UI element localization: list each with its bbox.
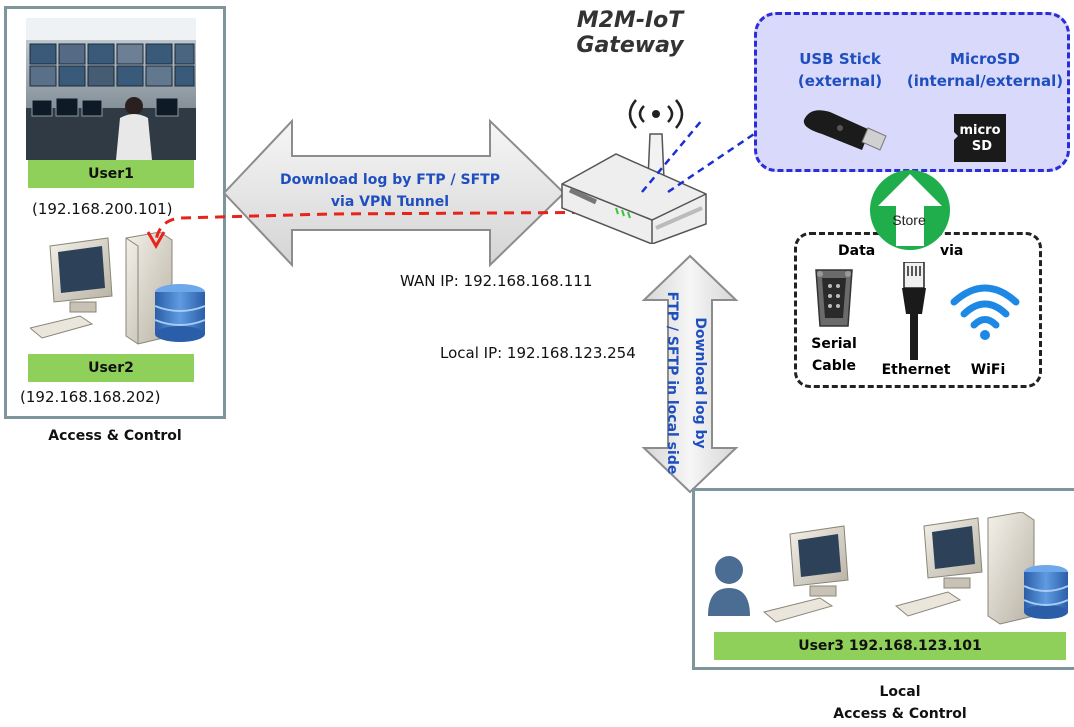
gateway-title: M2M-IoT Gateway: [560, 8, 700, 58]
gateway-storage-link: [641, 119, 767, 194]
gateway-router-icon: [561, 99, 707, 244]
local-user-person-icon: [708, 556, 750, 616]
microsd-chip-top: micro: [959, 123, 1000, 138]
sd-title: MicroSD: [950, 50, 1020, 68]
data-label: Data: [838, 243, 876, 259]
via-label: via: [940, 243, 964, 259]
user1-label: User1: [28, 160, 194, 188]
user2-computer-icon: [30, 232, 206, 345]
ethernet-label: Ethernet: [881, 362, 951, 378]
microsd-card-icon: micro SD: [954, 114, 1006, 162]
store-label: Store: [892, 212, 926, 228]
usb-stick-icon: [803, 110, 887, 151]
wan-arrow-line2: via VPN Tunnel: [330, 194, 450, 210]
user2-label: User2: [28, 354, 194, 382]
wifi-label: WiFi: [970, 362, 1006, 378]
usb-title: USB Stick: [799, 50, 881, 68]
control-room-photo: [26, 18, 196, 160]
local-arrow-line1: Download log by: [692, 317, 708, 449]
remote-caption: Access & Control: [48, 428, 182, 444]
wan-arrow-line1: Download log by FTP / SFTP: [280, 172, 500, 188]
ethernet-cable-icon: [902, 262, 926, 360]
usb-sub: (external): [797, 72, 883, 90]
vpn-tunnel-line: [146, 210, 651, 250]
user1-ip: (192.168.200.101): [32, 200, 173, 218]
microsd-chip-bottom: SD: [972, 139, 992, 154]
serial-line2: Cable: [811, 358, 857, 374]
local-ip: Local IP: 192.168.123.254: [440, 344, 636, 362]
user3-label: User3 192.168.123.101: [714, 632, 1066, 660]
local-arrow-line2: FTP / SFTP in local side: [664, 291, 680, 475]
wifi-icon: [950, 284, 1020, 340]
wan-ip: WAN IP: 192.168.168.111: [400, 272, 593, 290]
store-up-arrow: [870, 170, 950, 250]
local-double-arrow: [641, 254, 739, 494]
local-caption-line1: Local: [879, 684, 921, 700]
gateway-title-line2: Gateway: [576, 33, 684, 58]
user2-ip: (192.168.168.202): [20, 388, 161, 406]
local-server-icon: [894, 512, 1069, 625]
local-computer-icon: [762, 525, 849, 623]
serial-cable-icon: [815, 269, 853, 327]
gateway-title-line1: M2M-IoT: [576, 8, 684, 33]
local-caption-line2: Access & Control: [833, 706, 967, 722]
sd-sub: (internal/external): [906, 72, 1064, 90]
serial-line1: Serial: [811, 336, 857, 352]
